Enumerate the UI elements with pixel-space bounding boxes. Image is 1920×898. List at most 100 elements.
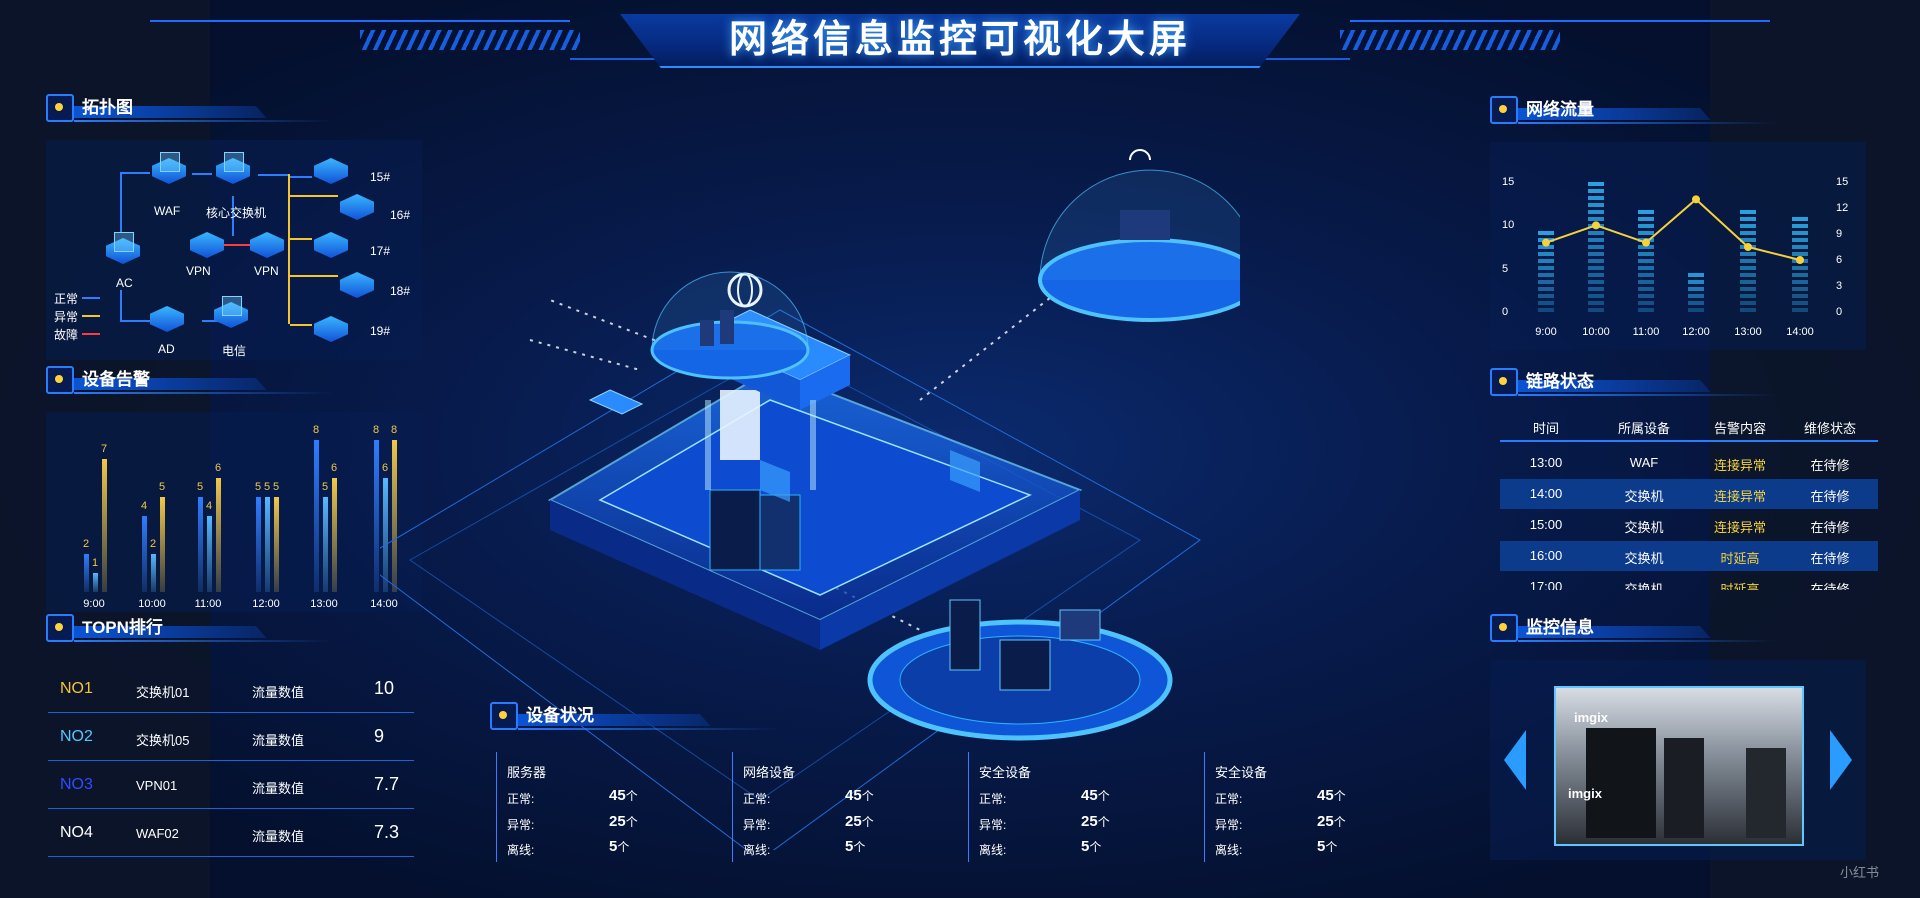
vpn-label-2: VPN <box>254 264 279 278</box>
traffic-bar-segment <box>1538 294 1554 298</box>
device-category-title: 网络设备 <box>743 765 796 780</box>
traffic-bar-segment <box>1538 280 1554 284</box>
port-node-icon[interactable] <box>310 152 352 188</box>
network-isometric-scene <box>380 149 1240 850</box>
traffic-bar-segment <box>1588 196 1604 200</box>
traffic-bar-segment <box>1588 231 1604 235</box>
device-cell: WAF <box>1629 455 1659 470</box>
offline-label: 离线: <box>507 843 535 857</box>
vpn-label: VPN <box>186 264 211 278</box>
y-tick-right: 9 <box>1836 228 1843 240</box>
traffic-bar-segment <box>1588 210 1604 214</box>
port-label: 15# <box>370 170 391 184</box>
server-rack-image <box>1586 728 1656 838</box>
port-node-icon[interactable] <box>310 226 352 262</box>
alarm-value-label: 5 <box>321 481 329 493</box>
alarm-bar <box>93 573 98 592</box>
y-tick-right: 12 <box>1836 202 1849 214</box>
device-status-column: 安全设备正常:45个异常:25个离线:5个 <box>1204 752 1425 862</box>
next-arrow-icon[interactable] <box>1830 730 1852 790</box>
traffic-bar-segment <box>1538 266 1554 270</box>
telecom-label: 电信 <box>222 344 247 358</box>
alarm-x-tick: 9:00 <box>83 598 105 610</box>
alarm-value-label: 5 <box>196 481 204 493</box>
traffic-bar-segment <box>1588 308 1604 312</box>
time-cell: 13:00 <box>1529 455 1563 470</box>
waf-node-icon[interactable] <box>148 152 190 188</box>
traffic-bar-segment <box>1638 224 1654 228</box>
abnormal-count: 25个 <box>1081 813 1110 830</box>
traffic-bar-segment <box>1740 287 1756 291</box>
metric-label: 流量数值 <box>252 829 305 844</box>
device-category-title: 服务器 <box>507 765 547 780</box>
port-label: 19# <box>370 324 391 338</box>
traffic-bar-segment <box>1792 252 1808 256</box>
alarm-value-label: 8 <box>312 424 320 436</box>
metric-label: 流量数值 <box>252 685 305 700</box>
alarm-bar <box>383 478 388 592</box>
metric-label: 流量数值 <box>252 781 305 796</box>
ac-label: AC <box>116 276 133 290</box>
ac-node-icon[interactable] <box>102 232 144 268</box>
device-name: 交换机05 <box>136 733 190 748</box>
topology-panel: WAF 核心交换机 VPN VPN AC AD 电信 15# 16# 17# 1… <box>46 140 422 360</box>
traffic-bar-segment <box>1792 266 1808 270</box>
traffic-bar-segment <box>1740 224 1756 228</box>
port-node-icon[interactable] <box>336 266 378 302</box>
y-tick-left: 0 <box>1502 306 1509 318</box>
rank-label: NO2 <box>60 728 93 745</box>
traffic-bar-segment <box>1588 245 1604 249</box>
normal-label: 正常: <box>979 792 1007 806</box>
device-name: WAF02 <box>136 826 179 841</box>
monitor-video-frame[interactable]: imgix imgix <box>1554 686 1804 846</box>
traffic-bar-segment <box>1638 301 1654 305</box>
ad-node-icon[interactable] <box>146 300 188 336</box>
prev-arrow-icon[interactable] <box>1504 730 1526 790</box>
panel-title-text: 设备告警 <box>82 370 150 389</box>
abnormal-label: 异常: <box>979 818 1007 832</box>
rank-label: NO3 <box>60 776 93 793</box>
brand-label: imgix <box>1568 786 1602 801</box>
brand-label: imgix <box>1574 710 1608 725</box>
device-category-title: 安全设备 <box>979 765 1032 780</box>
panel-title-link-status: 链路状态 <box>1490 368 1790 398</box>
y-tick-right: 6 <box>1836 254 1843 266</box>
abnormal-count: 25个 <box>1317 813 1346 830</box>
traffic-line-point <box>1796 256 1804 264</box>
port-node-icon[interactable] <box>310 310 352 346</box>
alarm-bar <box>323 497 328 592</box>
alarm-value-label: 5 <box>263 481 271 493</box>
port-node-icon[interactable] <box>336 188 378 224</box>
panel-title-device-status: 设备状况 <box>490 702 790 732</box>
time-cell: 15:00 <box>1529 517 1563 532</box>
offline-count: 5个 <box>609 838 630 855</box>
alarm-value-label: 6 <box>330 462 338 474</box>
traffic-line-point <box>1692 195 1700 204</box>
traffic-bar-segment <box>1688 287 1704 291</box>
traffic-bar-segment <box>1588 217 1604 221</box>
traffic-bar-segment <box>1792 224 1808 228</box>
header-line-left <box>150 20 570 22</box>
vpn-node-icon[interactable] <box>186 226 228 262</box>
vpn-node-icon-2[interactable] <box>246 226 288 262</box>
device-category-title: 安全设备 <box>1215 765 1268 780</box>
server-stack-icon <box>720 390 760 460</box>
traffic-bar-segment <box>1740 231 1756 235</box>
telecom-node-icon[interactable] <box>210 296 252 332</box>
alarm-value-label: 2 <box>82 538 90 550</box>
normal-count: 45个 <box>1317 787 1346 804</box>
core-switch-node-icon[interactable] <box>212 152 254 188</box>
repair-status-cell: 在待修 <box>1810 551 1850 566</box>
core-switch-label: 核心交换机 <box>206 206 267 220</box>
alarm-value-label: 2 <box>149 538 157 550</box>
panel-title-topn: TOPN排行 <box>46 614 346 644</box>
